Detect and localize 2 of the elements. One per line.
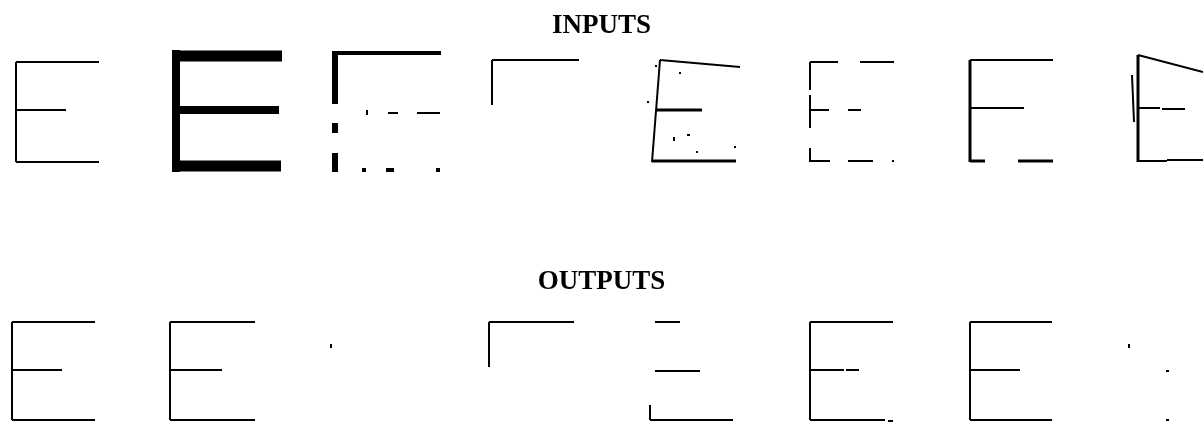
section-heading: OUTPUTS [537,265,666,295]
section-heading: INPUTS [552,9,651,39]
